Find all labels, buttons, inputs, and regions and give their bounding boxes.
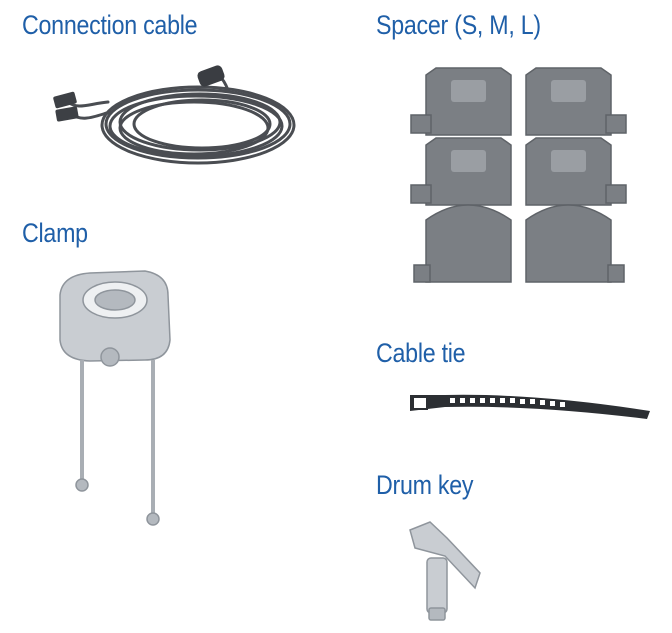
drum-key-label: Drum key xyxy=(376,470,474,500)
connection-cable-label: Connection cable xyxy=(22,10,198,40)
clamp-icon xyxy=(50,265,185,535)
spacer-label: Spacer (S, M, L) xyxy=(376,10,541,40)
clamp-label: Clamp xyxy=(22,218,88,248)
cable-icon xyxy=(48,62,303,177)
cable-tie-label: Cable tie xyxy=(376,338,466,368)
spacer-icon xyxy=(406,60,641,290)
drum-key-icon xyxy=(405,518,490,628)
cable-tie-icon xyxy=(405,385,655,430)
